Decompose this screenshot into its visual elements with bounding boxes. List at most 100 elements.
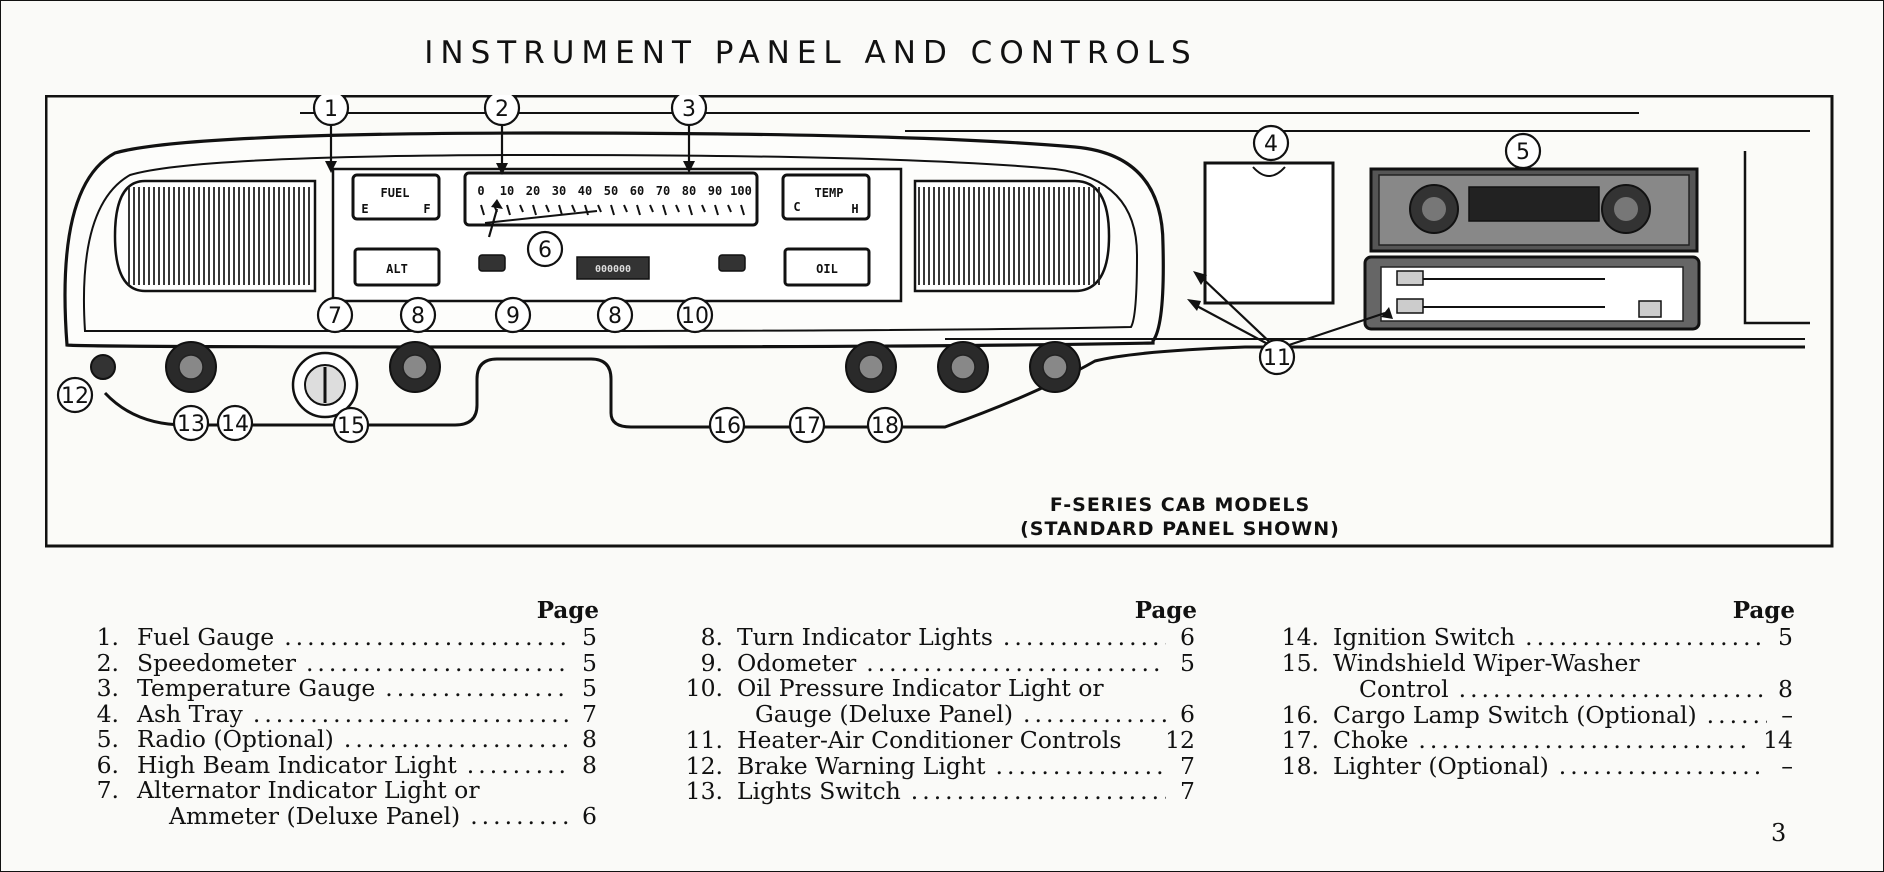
temp-gauge-label: TEMP xyxy=(815,186,844,200)
callout-circle xyxy=(1252,124,1290,162)
speedometer-tick xyxy=(675,204,680,213)
legend-number: 5. xyxy=(96,725,119,753)
callout-leaders xyxy=(329,123,1386,351)
legend-number: 10. xyxy=(685,674,723,702)
legend-number: 2. xyxy=(96,648,119,677)
legend-page-ref: 14 xyxy=(1763,726,1793,754)
diagram-caption-line2: (STANDARD PANEL SHOWN) xyxy=(1020,518,1340,540)
legend-entry: 4.Ash Tray7.............................… xyxy=(85,699,599,728)
legend-label: Cargo Lamp Switch (Optional) xyxy=(1333,700,1697,729)
legend-number: 6. xyxy=(96,750,119,779)
legend-page-ref: 6 xyxy=(1180,700,1195,728)
temp-cold-mark: C xyxy=(793,200,800,214)
callout-circle xyxy=(866,406,904,444)
legend-entry: 16.Cargo Lamp Switch (Optional)–........… xyxy=(1277,700,1795,729)
alternator-indicator xyxy=(353,247,441,287)
legend-page-ref: 6 xyxy=(1180,623,1195,651)
callout-circle xyxy=(788,406,826,444)
page-title: INSTRUMENT PANEL AND CONTROLS xyxy=(424,35,1198,71)
wiper-washer-knob-cap xyxy=(402,354,428,380)
dot-leader: ........................................… xyxy=(1525,625,1764,650)
radio-right-knob-cap xyxy=(1614,197,1638,221)
legend-label: Ignition Switch xyxy=(1333,623,1516,651)
dot-leader: ........................................… xyxy=(466,752,568,778)
speedometer-tick xyxy=(571,204,576,213)
legend-page-ref: 5 xyxy=(1778,623,1793,651)
dot-leader: ........................................… xyxy=(470,804,568,829)
speedometer-tick-label: 60 xyxy=(630,184,644,198)
callout-number: 12 xyxy=(61,384,89,409)
legend-label: Odometer xyxy=(737,648,857,677)
callout-circle xyxy=(483,95,521,127)
fuel-full-mark: F xyxy=(423,202,430,216)
legend-label: Choke xyxy=(1333,726,1409,754)
legend-label-continued: Ammeter (Deluxe Panel) xyxy=(169,802,461,830)
legend-number: 7. xyxy=(96,776,119,804)
legend-entry: 14.Ignition Switch5.....................… xyxy=(1277,625,1795,651)
speedometer-tick xyxy=(610,204,615,216)
legend-label: Heater-Air Conditioner Controls xyxy=(737,726,1122,754)
callout-circle xyxy=(316,296,354,334)
legend-label: Temperature Gauge xyxy=(137,674,376,702)
speedometer-tick-label: 100 xyxy=(730,184,752,198)
legend-entry: 9.Odometer5.............................… xyxy=(681,648,1197,677)
speedometer-tick-label: 50 xyxy=(604,184,618,198)
speedometer-tick-label: 20 xyxy=(526,184,540,198)
legend-page-ref: 5 xyxy=(1180,648,1195,677)
callout-circle xyxy=(670,95,708,127)
alt-label: ALT xyxy=(386,262,408,276)
speedometer-tick xyxy=(584,204,589,216)
legend-page-header: Page xyxy=(1732,597,1795,624)
legend-page-ref: – xyxy=(1781,700,1793,729)
legend-entry: 13.Lights Switch7.......................… xyxy=(681,779,1197,805)
speedometer-tick xyxy=(558,204,563,216)
legend-label: Lighter (Optional) xyxy=(1333,751,1549,780)
callout-number: 11 xyxy=(1263,346,1291,371)
dot-leader: ........................................… xyxy=(305,650,568,676)
dot-leader: ........................................… xyxy=(1706,702,1768,728)
legend-entry: 8.Turn Indicator Lights6................… xyxy=(681,625,1197,651)
legend-entry: 5.Radio (Optional)8.....................… xyxy=(85,727,599,753)
callout-arrowheads xyxy=(325,161,1393,319)
dot-leader: ........................................… xyxy=(1418,728,1749,753)
dot-leader: ........................................… xyxy=(343,727,569,752)
left-speaker-grille xyxy=(113,179,317,293)
speedometer-tick-label: 0 xyxy=(477,184,484,198)
speedometer-tick xyxy=(688,204,693,216)
speedometer-tick xyxy=(740,204,745,216)
diagram-caption-line1: F-SERIES CAB MODELS xyxy=(1050,494,1310,516)
legend-label: High Beam Indicator Light xyxy=(137,750,457,779)
legend-label: Lights Switch xyxy=(737,777,901,805)
legend-label: Turn Indicator Lights xyxy=(737,623,993,651)
speedometer-tick xyxy=(662,204,667,216)
callout-number: 10 xyxy=(681,304,709,329)
legend-page-header: Page xyxy=(1134,597,1197,624)
callout-number: 1 xyxy=(324,97,338,122)
left-turn-indicator xyxy=(478,254,506,272)
speedometer-tick-label: 90 xyxy=(708,184,722,198)
choke-knob-cap xyxy=(950,354,976,380)
legend-page-header: Page xyxy=(536,597,599,624)
legend-page-ref: – xyxy=(1781,751,1793,780)
speedometer-tick xyxy=(623,204,628,213)
fuel-empty-mark: E xyxy=(361,202,368,216)
lights-switch-knob-cap xyxy=(178,354,204,380)
speedometer-tick xyxy=(649,204,654,213)
legend-number: 8. xyxy=(700,623,723,651)
oil-label: OIL xyxy=(816,262,838,276)
cargo-lamp-knob-cap xyxy=(858,354,884,380)
dot-leader: ........................................… xyxy=(252,701,568,727)
fuel-gauge xyxy=(351,173,441,221)
legend-number: 17. xyxy=(1281,726,1319,754)
legend-entry: 3.Temperature Gauge5....................… xyxy=(85,676,599,702)
callout-number: 15 xyxy=(337,414,365,439)
legend-label-continued: Gauge (Deluxe Panel) xyxy=(755,700,1014,728)
legend-label: Ash Tray xyxy=(137,699,243,728)
legend-label: Brake Warning Light xyxy=(737,751,986,780)
